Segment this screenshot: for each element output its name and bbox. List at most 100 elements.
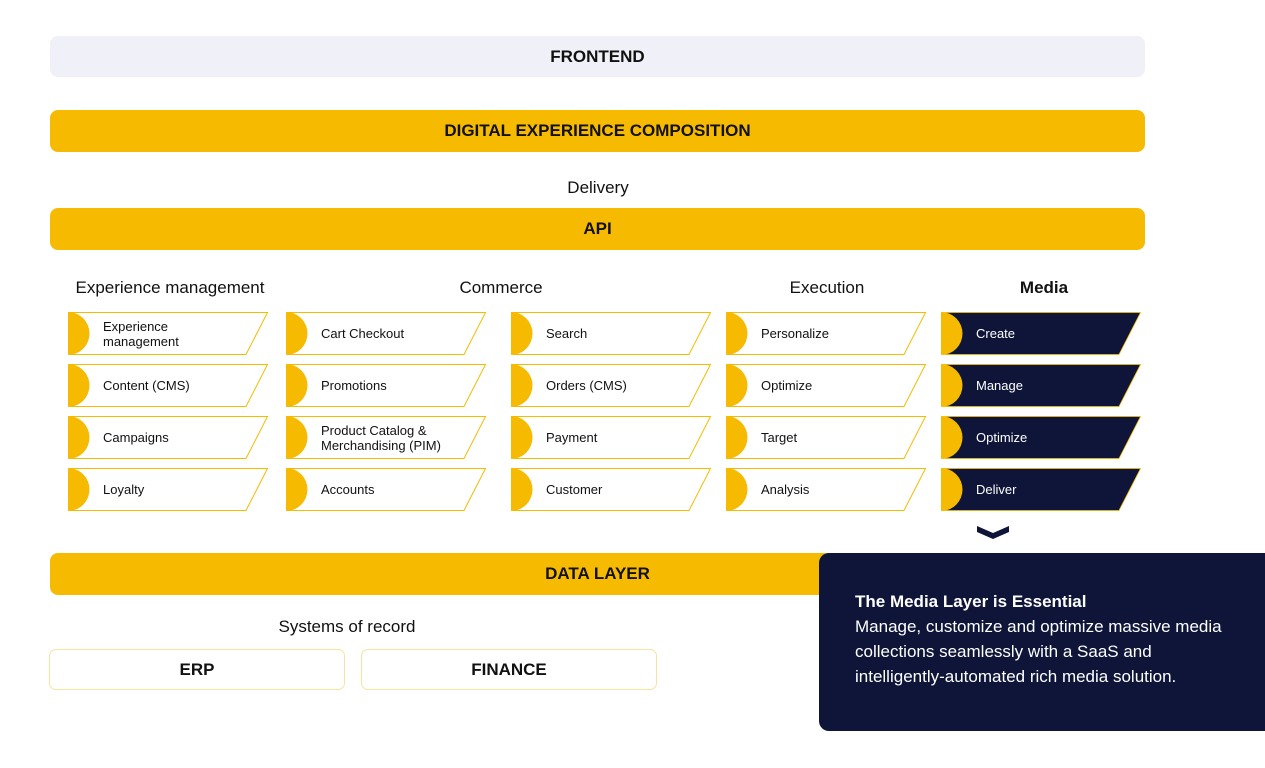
chip-shape — [941, 312, 1142, 355]
half-circle-icon — [68, 468, 90, 511]
half-circle-icon — [286, 468, 308, 511]
callout-title: The Media Layer is Essential — [855, 592, 1087, 611]
chip-experience-1: Experience management — [68, 312, 269, 355]
chip-shape — [511, 312, 712, 355]
chip-shape — [726, 312, 927, 355]
half-circle-icon — [726, 364, 748, 407]
chip-label: Manage — [976, 378, 1023, 393]
finance-box: FINANCE — [361, 649, 657, 690]
api-layer: API — [50, 208, 1145, 250]
chip-shape — [726, 468, 927, 511]
chip-shape — [286, 416, 487, 459]
chip-label: Loyalty — [103, 482, 145, 497]
chip-label: Create — [976, 326, 1016, 341]
chip-media-4: Deliver — [941, 468, 1142, 511]
chip-label: Product Catalog & Merchandising (PIM) — [321, 422, 441, 453]
chip-shape — [941, 364, 1142, 407]
chip-label: Promotions — [321, 378, 387, 393]
frontend-label: FRONTEND — [550, 46, 645, 66]
chip-commerce-b-4: Customer — [511, 468, 712, 511]
frontend-layer: FRONTEND — [50, 36, 1145, 77]
chip-commerce-2: Promotions — [286, 364, 487, 407]
column-heading-execution: Execution — [789, 278, 865, 297]
chip-shape — [941, 416, 1142, 459]
chip-label: Orders (CMS) — [546, 378, 627, 393]
chip-media-3: Optimize — [941, 416, 1142, 459]
chip-label: Payment — [546, 430, 598, 445]
chip-commerce-b-1: Search — [511, 312, 712, 355]
chip-media-2: Manage — [941, 364, 1142, 407]
composition-layer: DIGITAL EXPERIENCE COMPOSITION — [50, 110, 1145, 152]
api-label: API — [583, 219, 612, 238]
half-circle-icon — [941, 416, 963, 459]
chip-label: Content (CMS) — [103, 378, 190, 393]
chip-label: Experience management — [103, 318, 179, 349]
chip-label: Optimize — [976, 430, 1028, 445]
chip-commerce-b-3: Payment — [511, 416, 712, 459]
chip-shape — [726, 416, 927, 459]
half-circle-icon — [726, 312, 748, 355]
composition-label: DIGITAL EXPERIENCE COMPOSITION — [444, 121, 751, 140]
data-layer-label: DATA LAYER — [545, 564, 650, 583]
chevron-down-icon — [977, 526, 1009, 539]
delivery-caption: Delivery — [567, 178, 629, 197]
chip-label: Analysis — [761, 482, 810, 497]
chip-label: Campaigns — [103, 430, 169, 445]
chip-label: Search — [546, 326, 588, 341]
chip-label: Target — [761, 430, 798, 445]
chip-shape — [286, 468, 487, 511]
half-circle-icon — [286, 364, 308, 407]
chip-execution-2: Optimize — [726, 364, 927, 407]
chip-experience-4: Loyalty — [68, 468, 269, 511]
chip-label: Accounts — [321, 482, 375, 497]
chip-commerce-1: Cart Checkout — [286, 312, 487, 355]
half-circle-icon — [941, 364, 963, 407]
chip-shape — [68, 416, 269, 459]
erp-box: ERP — [49, 649, 345, 690]
chip-shape — [511, 468, 712, 511]
chip-media-1: Create — [941, 312, 1142, 355]
chip-commerce-3: Product Catalog & Merchandising (PIM) — [286, 416, 487, 459]
chip-label: Customer — [546, 482, 603, 497]
chip-shape — [726, 364, 927, 407]
half-circle-icon — [286, 416, 308, 459]
half-circle-icon — [941, 468, 963, 511]
half-circle-icon — [286, 312, 308, 355]
chip-shape — [68, 364, 269, 407]
half-circle-icon — [68, 416, 90, 459]
chip-shape — [941, 468, 1142, 511]
chip-experience-2: Content (CMS) — [68, 364, 269, 407]
chip-shape — [511, 416, 712, 459]
chip-shape — [286, 364, 487, 407]
half-circle-icon — [726, 468, 748, 511]
finance-label: FINANCE — [471, 659, 547, 679]
chip-shape — [511, 364, 712, 407]
half-circle-icon — [511, 364, 533, 407]
chip-shape — [68, 468, 269, 511]
chip-commerce-b-2: Orders (CMS) — [511, 364, 712, 407]
media-layer-callout: The Media Layer is Essential Manage, cus… — [819, 553, 1265, 731]
half-circle-icon — [68, 312, 90, 355]
erp-label: ERP — [179, 659, 215, 679]
chip-label: Deliver — [976, 482, 1017, 497]
half-circle-icon — [726, 416, 748, 459]
chip-label: Optimize — [761, 378, 813, 393]
chip-label: Cart Checkout — [321, 326, 405, 341]
chip-execution-4: Analysis — [726, 468, 927, 511]
chip-shape — [68, 312, 269, 355]
callout-text: Manage, customize and optimize massive m… — [855, 617, 1222, 686]
half-circle-icon — [511, 416, 533, 459]
column-heading-experience: Experience management — [75, 278, 265, 297]
half-circle-icon — [941, 312, 963, 355]
chip-commerce-4: Accounts — [286, 468, 487, 511]
chip-execution-1: Personalize — [726, 312, 927, 355]
systems-of-record-caption: Systems of record — [278, 617, 416, 636]
column-heading-commerce: Commerce — [459, 278, 543, 297]
half-circle-icon — [511, 468, 533, 511]
chip-experience-3: Campaigns — [68, 416, 269, 459]
column-heading-media: Media — [1019, 278, 1069, 297]
chip-execution-3: Target — [726, 416, 927, 459]
half-circle-icon — [511, 312, 533, 355]
chip-shape — [286, 312, 487, 355]
half-circle-icon — [68, 364, 90, 407]
